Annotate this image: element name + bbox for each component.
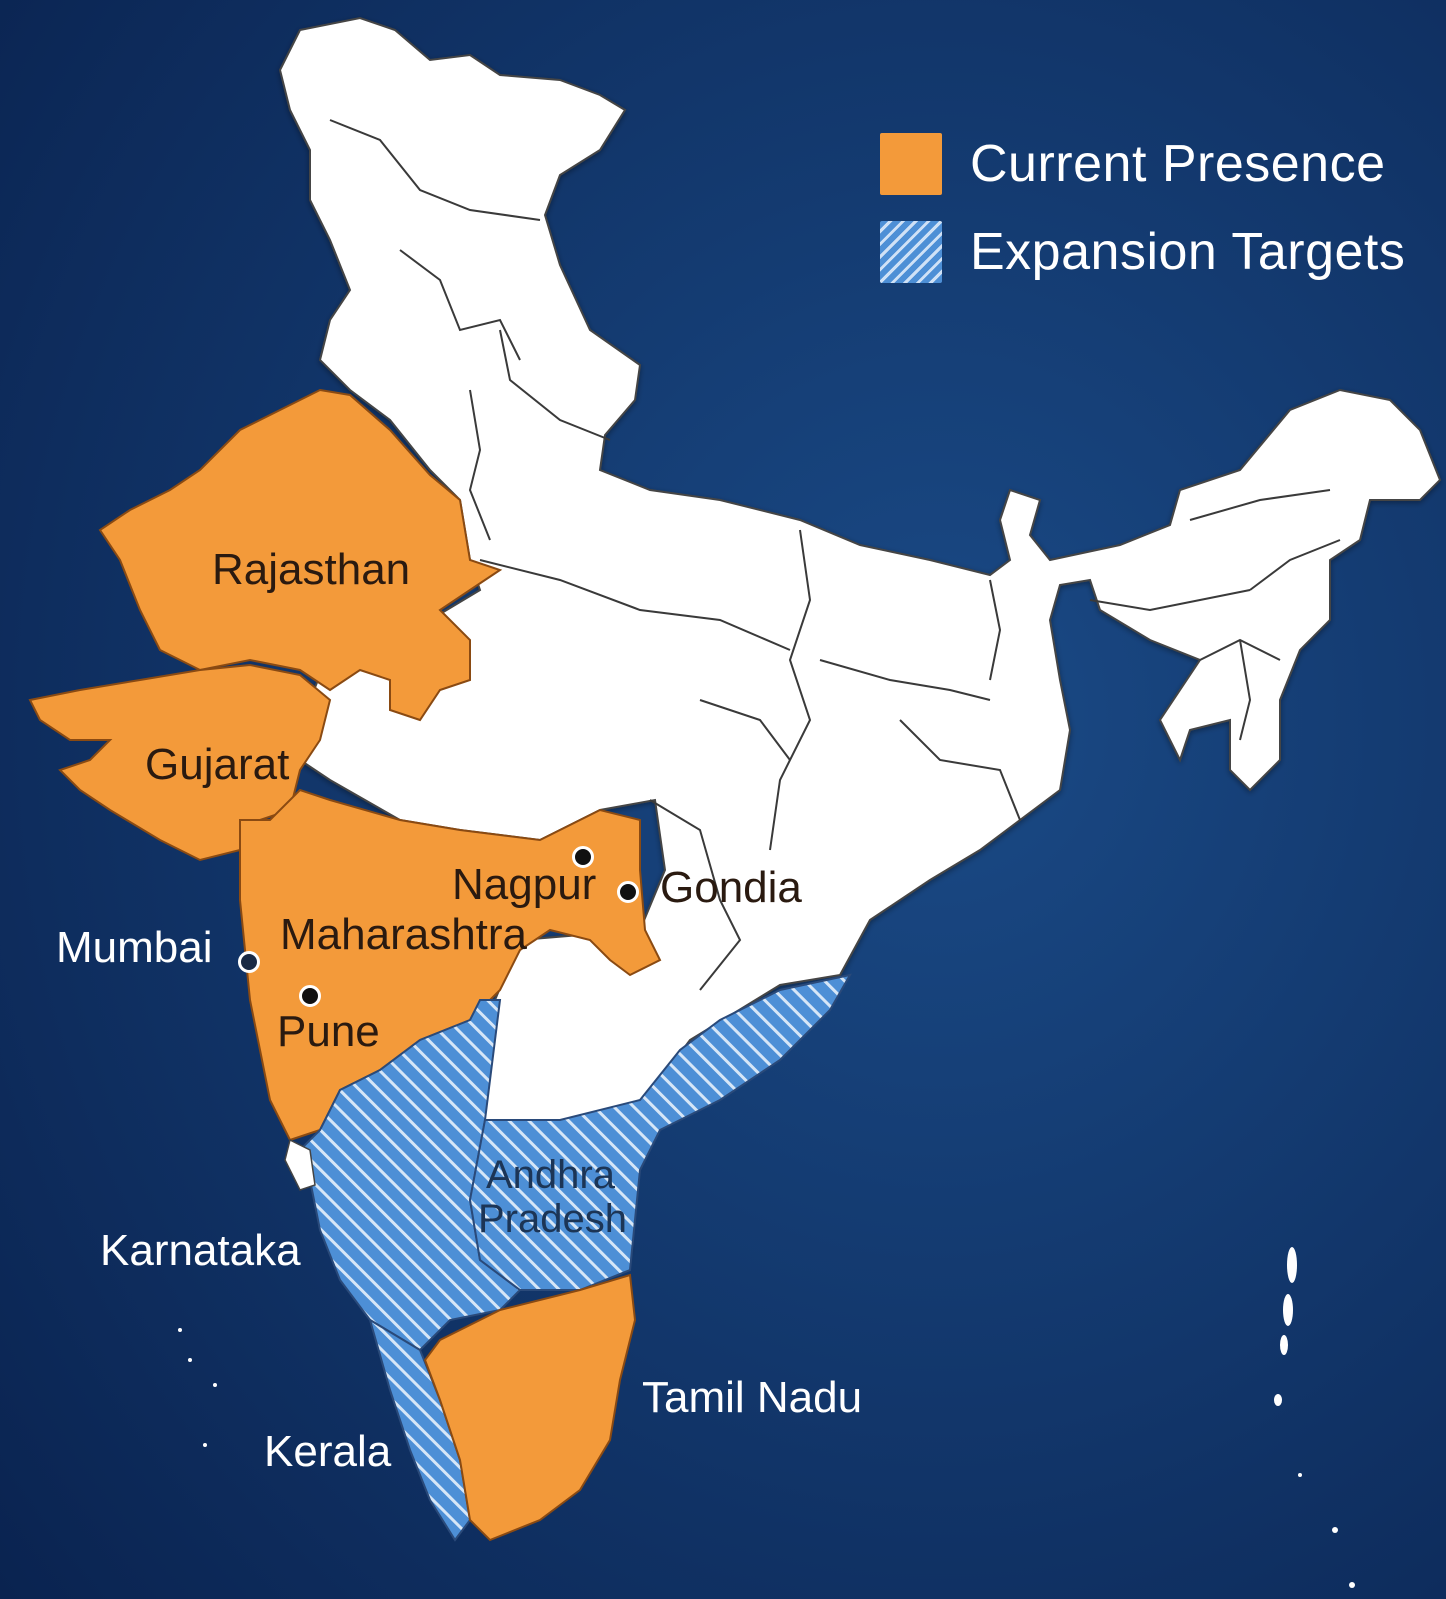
label-gujarat: Gujarat xyxy=(145,740,290,789)
orange-swatch-icon xyxy=(880,133,942,195)
state-border xyxy=(468,389,491,541)
state-border xyxy=(769,529,812,851)
label-andhra-line2: Pradesh xyxy=(478,1197,627,1241)
state-border xyxy=(1239,639,1252,741)
island xyxy=(1274,1394,1282,1406)
island xyxy=(1298,1473,1302,1477)
state-border xyxy=(899,719,1021,821)
legend-item-current-presence: Current Presence xyxy=(880,120,1405,208)
label-maharashtra: Maharashtra xyxy=(280,910,528,959)
state-border xyxy=(989,579,1002,681)
island xyxy=(1280,1335,1288,1355)
state-border xyxy=(699,699,791,761)
island xyxy=(1283,1294,1293,1326)
state-border xyxy=(329,119,541,221)
gondia-dot-icon xyxy=(617,881,639,903)
state-borders xyxy=(329,119,1341,991)
lakshadweep-islands xyxy=(178,1328,217,1447)
region-rajasthan xyxy=(98,388,503,722)
label-andhra-line1: Andhra xyxy=(486,1153,615,1197)
label-karnataka: Karnataka xyxy=(100,1226,301,1275)
region-maharashtra xyxy=(239,788,662,1142)
state-border xyxy=(399,249,521,361)
label-rajasthan: Rajasthan xyxy=(212,545,411,594)
state-border xyxy=(1089,589,1251,612)
state-border xyxy=(479,559,791,651)
label-andhra-pradesh: Andhra Pradesh xyxy=(478,1153,627,1241)
label-nagpur: Nagpur xyxy=(452,860,597,909)
island xyxy=(213,1383,217,1387)
state-border xyxy=(819,659,991,701)
island xyxy=(178,1328,182,1332)
andaman-islands xyxy=(1274,1247,1355,1588)
hatched-swatch-icon xyxy=(880,221,942,283)
legend-label: Expansion Targets xyxy=(970,223,1406,281)
state-border xyxy=(499,329,611,441)
label-kerala: Kerala xyxy=(264,1427,392,1476)
island xyxy=(188,1358,192,1362)
island xyxy=(203,1443,207,1447)
label-gondia: Gondia xyxy=(660,863,802,912)
region-tamil-nadu xyxy=(423,1273,637,1542)
mumbai-dot-icon xyxy=(238,951,260,973)
label-mumbai: Mumbai xyxy=(56,923,213,972)
pune-dot-icon xyxy=(299,985,321,1007)
island xyxy=(1349,1582,1355,1588)
legend-item-expansion-targets: Expansion Targets xyxy=(880,208,1405,296)
state-border xyxy=(1249,539,1341,591)
label-pune: Pune xyxy=(277,1007,380,1056)
island xyxy=(1332,1527,1338,1533)
legend: Current Presence Expansion Targets xyxy=(880,120,1405,296)
state-border xyxy=(1189,489,1331,521)
label-tamil-nadu: Tamil Nadu xyxy=(642,1373,863,1422)
legend-label: Current Presence xyxy=(970,135,1386,193)
region-andhra-pradesh xyxy=(468,973,852,1291)
region-goa xyxy=(284,1138,316,1191)
state-border xyxy=(649,799,742,991)
island xyxy=(1287,1247,1297,1283)
nagpur-dot-icon xyxy=(572,846,594,868)
